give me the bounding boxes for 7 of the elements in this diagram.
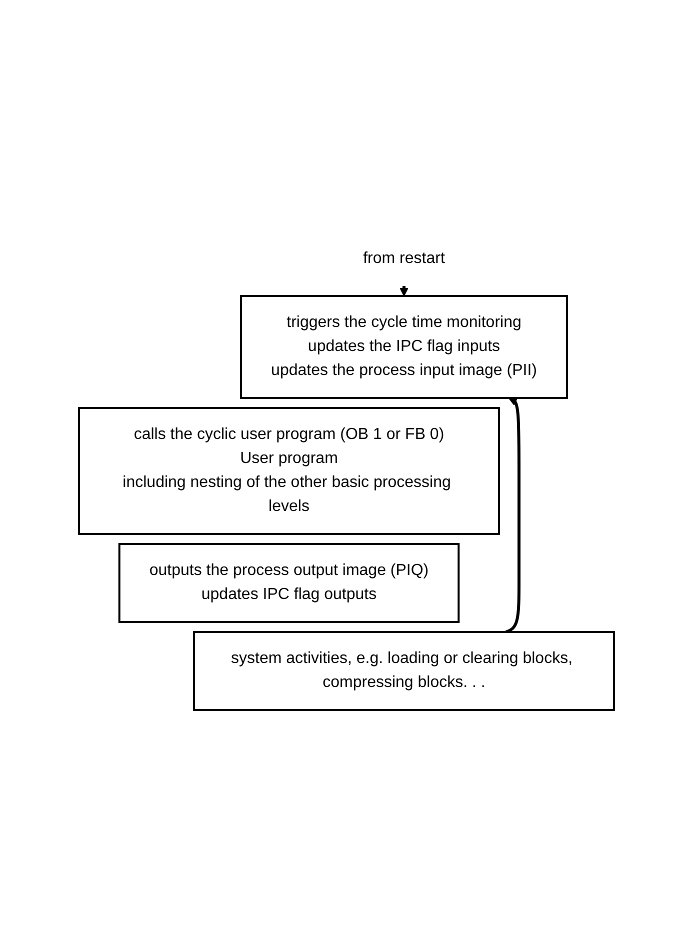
node-text: from restart (363, 250, 445, 266)
node-box: system activities, e.g. loading or clearing blocks, compressing blocks. . . (193, 630, 615, 710)
node-box: calls the cyclic user program (OB 1 or FB 0) User program including nesting of the other basic processing levels (78, 406, 500, 534)
arrow (400, 284, 408, 296)
arrow (505, 397, 520, 633)
node-box: triggers the cycle time monitoring updates the IPC flag inputs updates the process input image (PII) (240, 294, 568, 398)
node-box: outputs the process output image (PIQ) updates IPC flag outputs (118, 542, 460, 622)
